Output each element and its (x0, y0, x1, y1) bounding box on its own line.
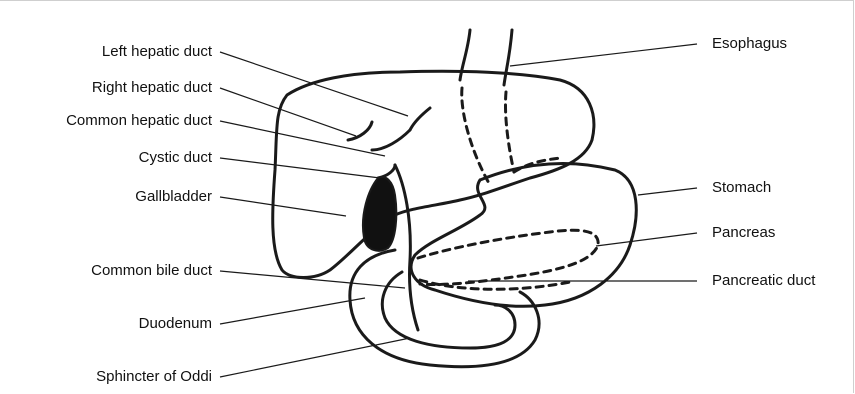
pancreas-dashed (418, 230, 598, 284)
leader-common-hepatic-duct (220, 121, 385, 156)
label-left-hepatic-duct: Left hepatic duct (20, 43, 212, 61)
common-bile-duct-line (395, 165, 418, 330)
leader-common-bile-duct (220, 271, 405, 288)
common-hepatic-duct-line (372, 130, 410, 150)
label-cystic-duct: Cystic duct (20, 149, 212, 167)
label-common-bile-duct: Common bile duct (20, 262, 212, 280)
leader-esophagus (510, 44, 697, 66)
label-esophagus: Esophagus (712, 35, 787, 53)
label-sphincter-of-oddi: Sphincter of Oddi (20, 368, 212, 386)
leader-stomach (638, 188, 697, 195)
right-hepatic-duct-line (348, 122, 372, 140)
duodenum-inner (382, 272, 515, 348)
cystic-duct-line (378, 165, 395, 178)
esophagus-outline-right (504, 30, 512, 85)
label-pancreatic-duct: Pancreatic duct (712, 272, 815, 290)
left-hepatic-duct-line (410, 108, 430, 130)
liver-outline (273, 71, 594, 277)
gallbladder-fill (363, 177, 396, 251)
leader-gallbladder (220, 197, 346, 216)
leader-pancreas (596, 233, 697, 246)
label-duodenum: Duodenum (20, 315, 212, 333)
leader-left-hepatic-duct (220, 52, 408, 116)
label-right-hepatic-duct: Right hepatic duct (20, 79, 212, 97)
label-common-hepatic-duct: Common hepatic duct (10, 112, 212, 130)
label-gallbladder: Gallbladder (20, 188, 212, 206)
leader-duodenum (220, 298, 365, 324)
leader-sphincter-of-oddi (220, 338, 410, 377)
esophagus-dashed-left (462, 88, 490, 185)
duodenum-outline (350, 250, 539, 367)
label-stomach: Stomach (712, 179, 771, 197)
esophagus-dashed-right (505, 92, 514, 172)
leader-cystic-duct (220, 158, 380, 178)
label-pancreas: Pancreas (712, 224, 775, 242)
